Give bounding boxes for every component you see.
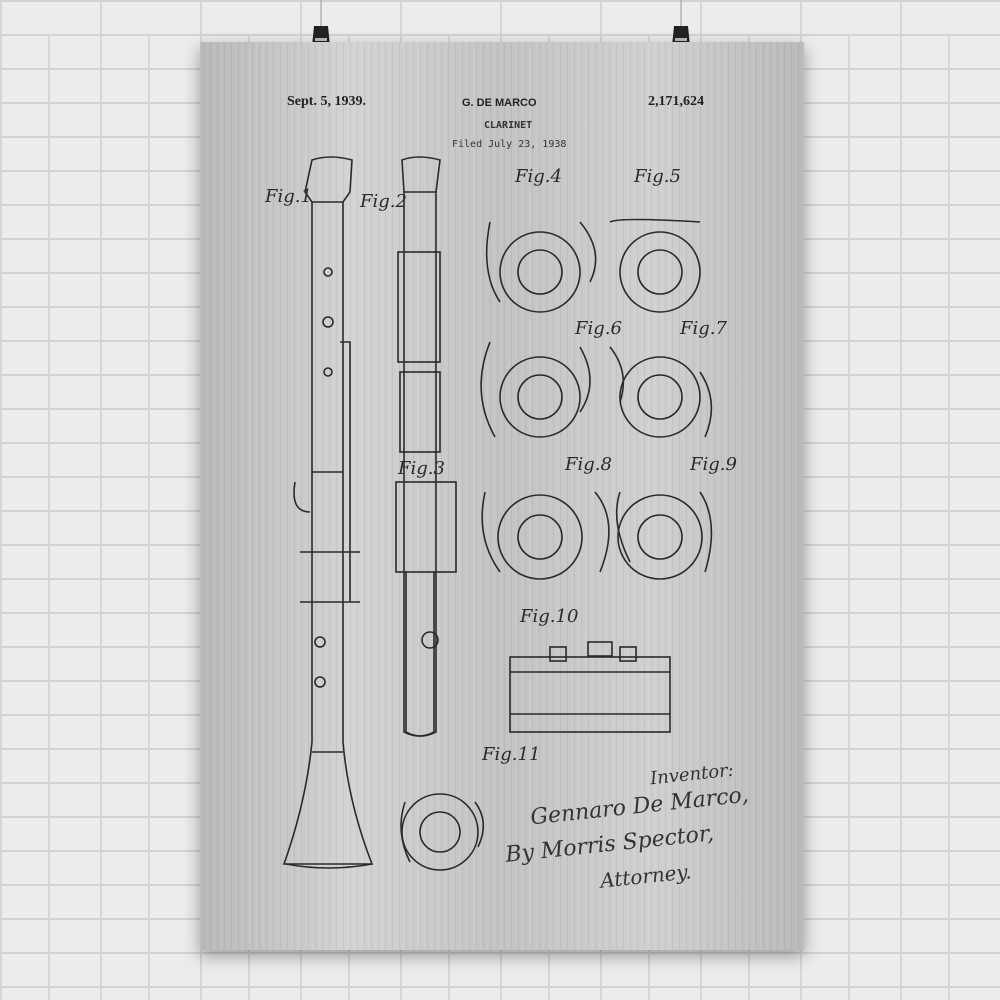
patent-filed-date: Filed July 23, 1938 (452, 139, 567, 150)
figure-label: Fig.10 (519, 606, 578, 627)
figure-label: Fig.4 (514, 166, 562, 187)
figure-label: Fig.11 (481, 744, 540, 765)
clarinet-drawing: Fig.1 Fig.2 Fig.3 Fig.4 Fig.5 Fig.6 Fig.… (264, 156, 737, 871)
figure-label: Fig.7 (679, 318, 727, 339)
patent-poster: Sept. 5, 1939. G. DE MARCO 2,171,624 CLA… (200, 42, 804, 950)
figure-label: Fig.5 (633, 166, 681, 187)
figure-label: Fig.8 (564, 454, 612, 475)
binder-clip-icon (672, 0, 690, 46)
figure-label: Fig.9 (689, 454, 737, 475)
figure-label: Fig.6 (574, 318, 622, 339)
patent-number: 2,171,624 (648, 94, 704, 109)
binder-clip-icon (312, 0, 330, 46)
figure-label: Fig.2 (359, 191, 407, 212)
figure-label: Fig.3 (397, 458, 445, 479)
patent-date: Sept. 5, 1939. (287, 94, 366, 109)
patent-title: CLARINET (484, 120, 533, 131)
patent-inventor-name: G. DE MARCO (462, 97, 537, 109)
figure-label: Fig.1 (264, 186, 312, 207)
